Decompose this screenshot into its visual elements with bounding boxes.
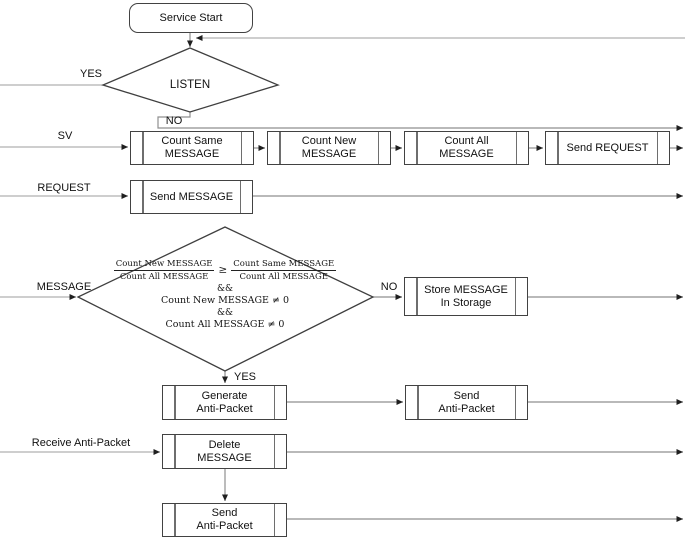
edge-label-sv: SV bbox=[57, 130, 73, 142]
strut-right bbox=[273, 386, 275, 419]
strut-left bbox=[416, 132, 418, 164]
strut-right bbox=[273, 435, 275, 468]
node-label-listen: LISTEN bbox=[169, 79, 211, 91]
decision-formula: Count New MESSAGE Count All MESSAGE ≥ Co… bbox=[107, 258, 343, 331]
strut-right bbox=[515, 132, 517, 164]
edge-label-decision-yes: YES bbox=[233, 371, 256, 383]
edge-label-message: MESSAGE bbox=[36, 281, 92, 293]
edge-label-listen-yes: YES bbox=[79, 68, 102, 80]
logical-and: && bbox=[216, 308, 234, 318]
strut-left bbox=[417, 386, 419, 419]
strut-left bbox=[174, 435, 176, 468]
node-label: Send REQUEST bbox=[566, 141, 649, 154]
node-count-same: Count Same MESSAGE bbox=[130, 131, 254, 165]
node-send-message: Send MESSAGE bbox=[130, 180, 253, 214]
edge-listen-no bbox=[157, 112, 683, 131]
fraction-numerator: Count New MESSAGE bbox=[113, 259, 215, 271]
fraction-denominator: Count All MESSAGE bbox=[239, 272, 328, 282]
strut-left bbox=[142, 181, 144, 213]
node-send-request: Send REQUEST bbox=[545, 131, 670, 165]
node-label: Service Start bbox=[159, 11, 223, 24]
node-count-all: Count All MESSAGE bbox=[404, 131, 529, 165]
node-send-anti-packet: Send Anti-Packet bbox=[405, 385, 528, 420]
edge-label-request: REQUEST bbox=[37, 182, 91, 194]
fraction-denominator: Count All MESSAGE bbox=[119, 272, 209, 282]
formula-fraction-row: Count New MESSAGE Count All MESSAGE ≥ Co… bbox=[107, 258, 343, 283]
fraction-right: Count Same MESSAGE Count All MESSAGE bbox=[231, 258, 337, 283]
listen-decision-shape bbox=[101, 47, 280, 113]
fraction-left: Count New MESSAGE Count All MESSAGE bbox=[113, 258, 215, 283]
node-label: Count Same MESSAGE bbox=[161, 135, 223, 160]
node-label: Generate Anti-Packet bbox=[196, 389, 253, 415]
strut-right bbox=[239, 181, 241, 213]
node-service-start: Service Start bbox=[129, 3, 253, 33]
strut-left bbox=[142, 132, 144, 164]
node-label: Delete MESSAGE bbox=[197, 438, 252, 464]
strut-right bbox=[514, 386, 516, 419]
node-label: Send MESSAGE bbox=[149, 190, 234, 203]
edge-label-decision-no: NO bbox=[380, 281, 398, 293]
strut-left bbox=[416, 278, 418, 315]
strut-right bbox=[514, 278, 516, 315]
condition: Count New MESSAGE ≠ 0 bbox=[160, 295, 290, 306]
node-generate-anti-packet: Generate Anti-Packet bbox=[162, 385, 287, 420]
fraction-numerator: Count Same MESSAGE bbox=[231, 259, 337, 271]
node-label: Count New MESSAGE bbox=[301, 135, 357, 160]
node-delete-message: Delete MESSAGE bbox=[162, 434, 287, 469]
strut-right bbox=[240, 132, 242, 164]
strut-left bbox=[174, 504, 176, 536]
strut-right bbox=[273, 504, 275, 536]
edge-label-listen-no: NO bbox=[165, 115, 183, 127]
node-send-anti-packet-2: Send Anti-Packet bbox=[162, 503, 287, 537]
logical-and: && bbox=[216, 284, 234, 294]
node-store-message: Store MESSAGE In Storage bbox=[404, 277, 528, 316]
edge-label-receive-anti-packet: Receive Anti-Packet bbox=[31, 437, 131, 449]
node-label: Count All MESSAGE bbox=[439, 135, 494, 160]
strut-left bbox=[279, 132, 281, 164]
node-count-new: Count New MESSAGE bbox=[267, 131, 391, 165]
comparator: ≥ bbox=[218, 263, 228, 276]
node-label: Send Anti-Packet bbox=[438, 389, 495, 415]
strut-right bbox=[656, 132, 658, 164]
message-decision-shape bbox=[76, 226, 375, 372]
node-label: Store MESSAGE In Storage bbox=[424, 283, 508, 309]
node-label: Send Anti-Packet bbox=[196, 507, 253, 532]
strut-left bbox=[174, 386, 176, 419]
strut-left bbox=[557, 132, 559, 164]
strut-right bbox=[377, 132, 379, 164]
condition: Count All MESSAGE ≠ 0 bbox=[165, 319, 285, 330]
